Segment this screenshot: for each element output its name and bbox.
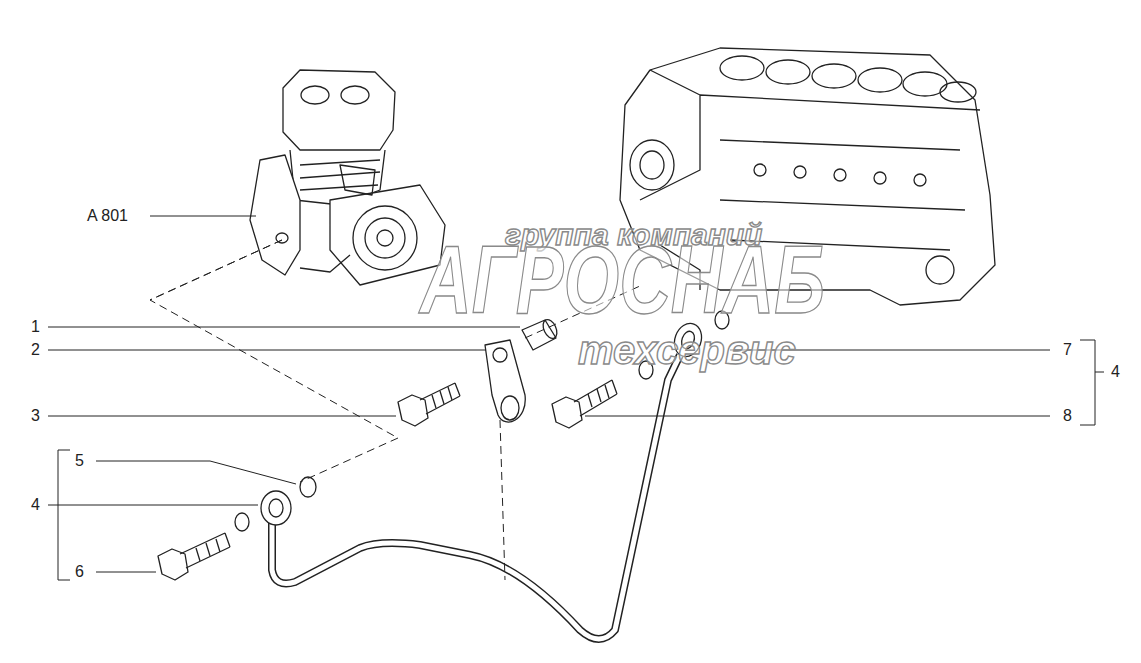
callout-number: 8	[1062, 407, 1073, 425]
callout-number: 2	[30, 341, 41, 359]
compressor	[250, 70, 445, 285]
watermark: АГРОСНАБ	[420, 232, 825, 328]
washer	[300, 477, 316, 497]
callout-number: 4	[1110, 363, 1121, 381]
leader-lines	[48, 216, 1104, 580]
bolt	[398, 383, 460, 426]
callout-number: 1	[30, 318, 41, 336]
bolt	[158, 513, 249, 580]
bolt	[552, 361, 653, 428]
callout-number: A 801	[86, 207, 129, 225]
callout-number: 4	[30, 496, 41, 514]
callout-number: 7	[1062, 341, 1073, 359]
callout-number: 3	[30, 407, 41, 425]
callout-number: 5	[74, 452, 85, 470]
callout-number: 6	[74, 563, 85, 581]
watermark: техсервис	[578, 330, 796, 370]
clamp	[485, 340, 525, 422]
